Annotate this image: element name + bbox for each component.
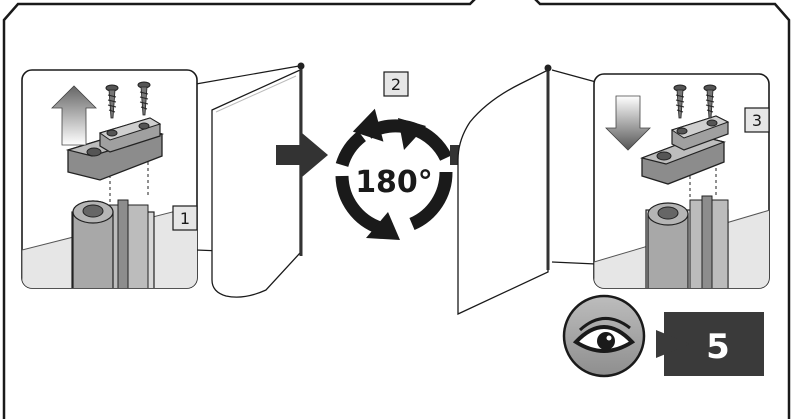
rotation-angle-label: 180° xyxy=(355,165,433,200)
step-3-badge: 3 xyxy=(744,107,770,133)
down-arrow-icon xyxy=(605,95,651,151)
detail-callout-right xyxy=(593,73,770,289)
step-1-label: 1 xyxy=(180,209,190,228)
arrow-right-icon xyxy=(276,133,328,177)
reference-page-label: 5 xyxy=(706,327,730,367)
rotate-icon xyxy=(335,108,453,240)
up-arrow-icon xyxy=(51,85,97,146)
screw-icon xyxy=(673,84,687,119)
detail-callout-left xyxy=(21,65,300,289)
step-2-label: 2 xyxy=(391,75,401,94)
eye-icon xyxy=(572,317,636,353)
see-reference: 5 xyxy=(562,294,764,378)
glass-door-right xyxy=(457,64,597,316)
glass-door-left xyxy=(211,62,305,298)
step-3-label: 3 xyxy=(752,111,762,130)
screw-icon xyxy=(137,81,151,116)
step-1-badge: 1 xyxy=(172,205,198,231)
step-2-badge: 2 xyxy=(383,71,409,97)
screw-icon xyxy=(105,84,119,119)
screw-icon xyxy=(703,84,717,119)
